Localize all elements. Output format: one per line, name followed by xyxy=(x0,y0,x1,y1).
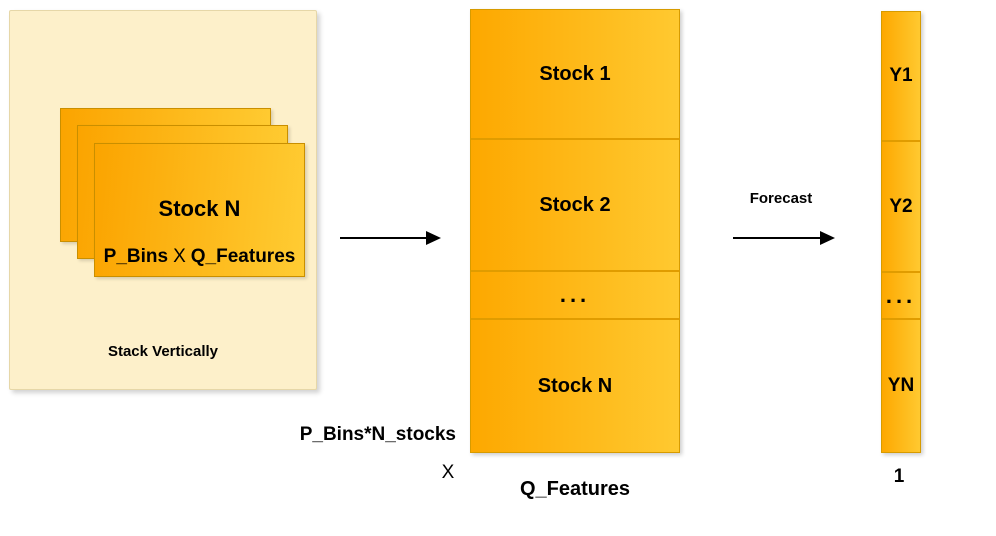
forecast-arrow-head-icon xyxy=(820,231,835,245)
card-dims-cols: Q_Features xyxy=(190,246,296,267)
card-dims-times: X xyxy=(173,246,186,267)
matrix-row-stockN: Stock N xyxy=(471,320,679,452)
vector-cell-y1: Y1 xyxy=(882,12,920,142)
matrix-column-dimension-label: Q_Features xyxy=(519,478,631,500)
vector-cell-ellipsis: ... xyxy=(882,273,920,320)
forecast-output-vector: Y1 Y2 ... YN xyxy=(881,11,921,453)
stack-arrow-line xyxy=(340,237,428,239)
forecast-arrow-label: Forecast xyxy=(749,190,813,207)
stack-arrow-head-icon xyxy=(426,231,441,245)
matrix-row-dimension-label: P_Bins*N_stocks xyxy=(299,424,456,445)
forecast-arrow-line xyxy=(733,237,821,239)
vector-cell-y2: Y2 xyxy=(882,142,920,273)
stack-vertically-caption: Stack Vertically xyxy=(107,343,219,360)
matrix-row-stock1: Stock 1 xyxy=(471,10,679,140)
matrix-row-ellipsis: ... xyxy=(471,272,679,320)
matrix-row-stock2: Stock 2 xyxy=(471,140,679,272)
stacked-matrix: Stock 1 Stock 2 ... Stock N xyxy=(470,9,680,453)
matrix-times-label: X xyxy=(441,462,455,483)
vector-cell-yN: YN xyxy=(882,320,920,452)
stock-card-title: Stock N xyxy=(158,196,241,221)
card-dims-rows: P_Bins xyxy=(103,246,169,267)
vector-column-dimension-label: 1 xyxy=(893,466,905,487)
